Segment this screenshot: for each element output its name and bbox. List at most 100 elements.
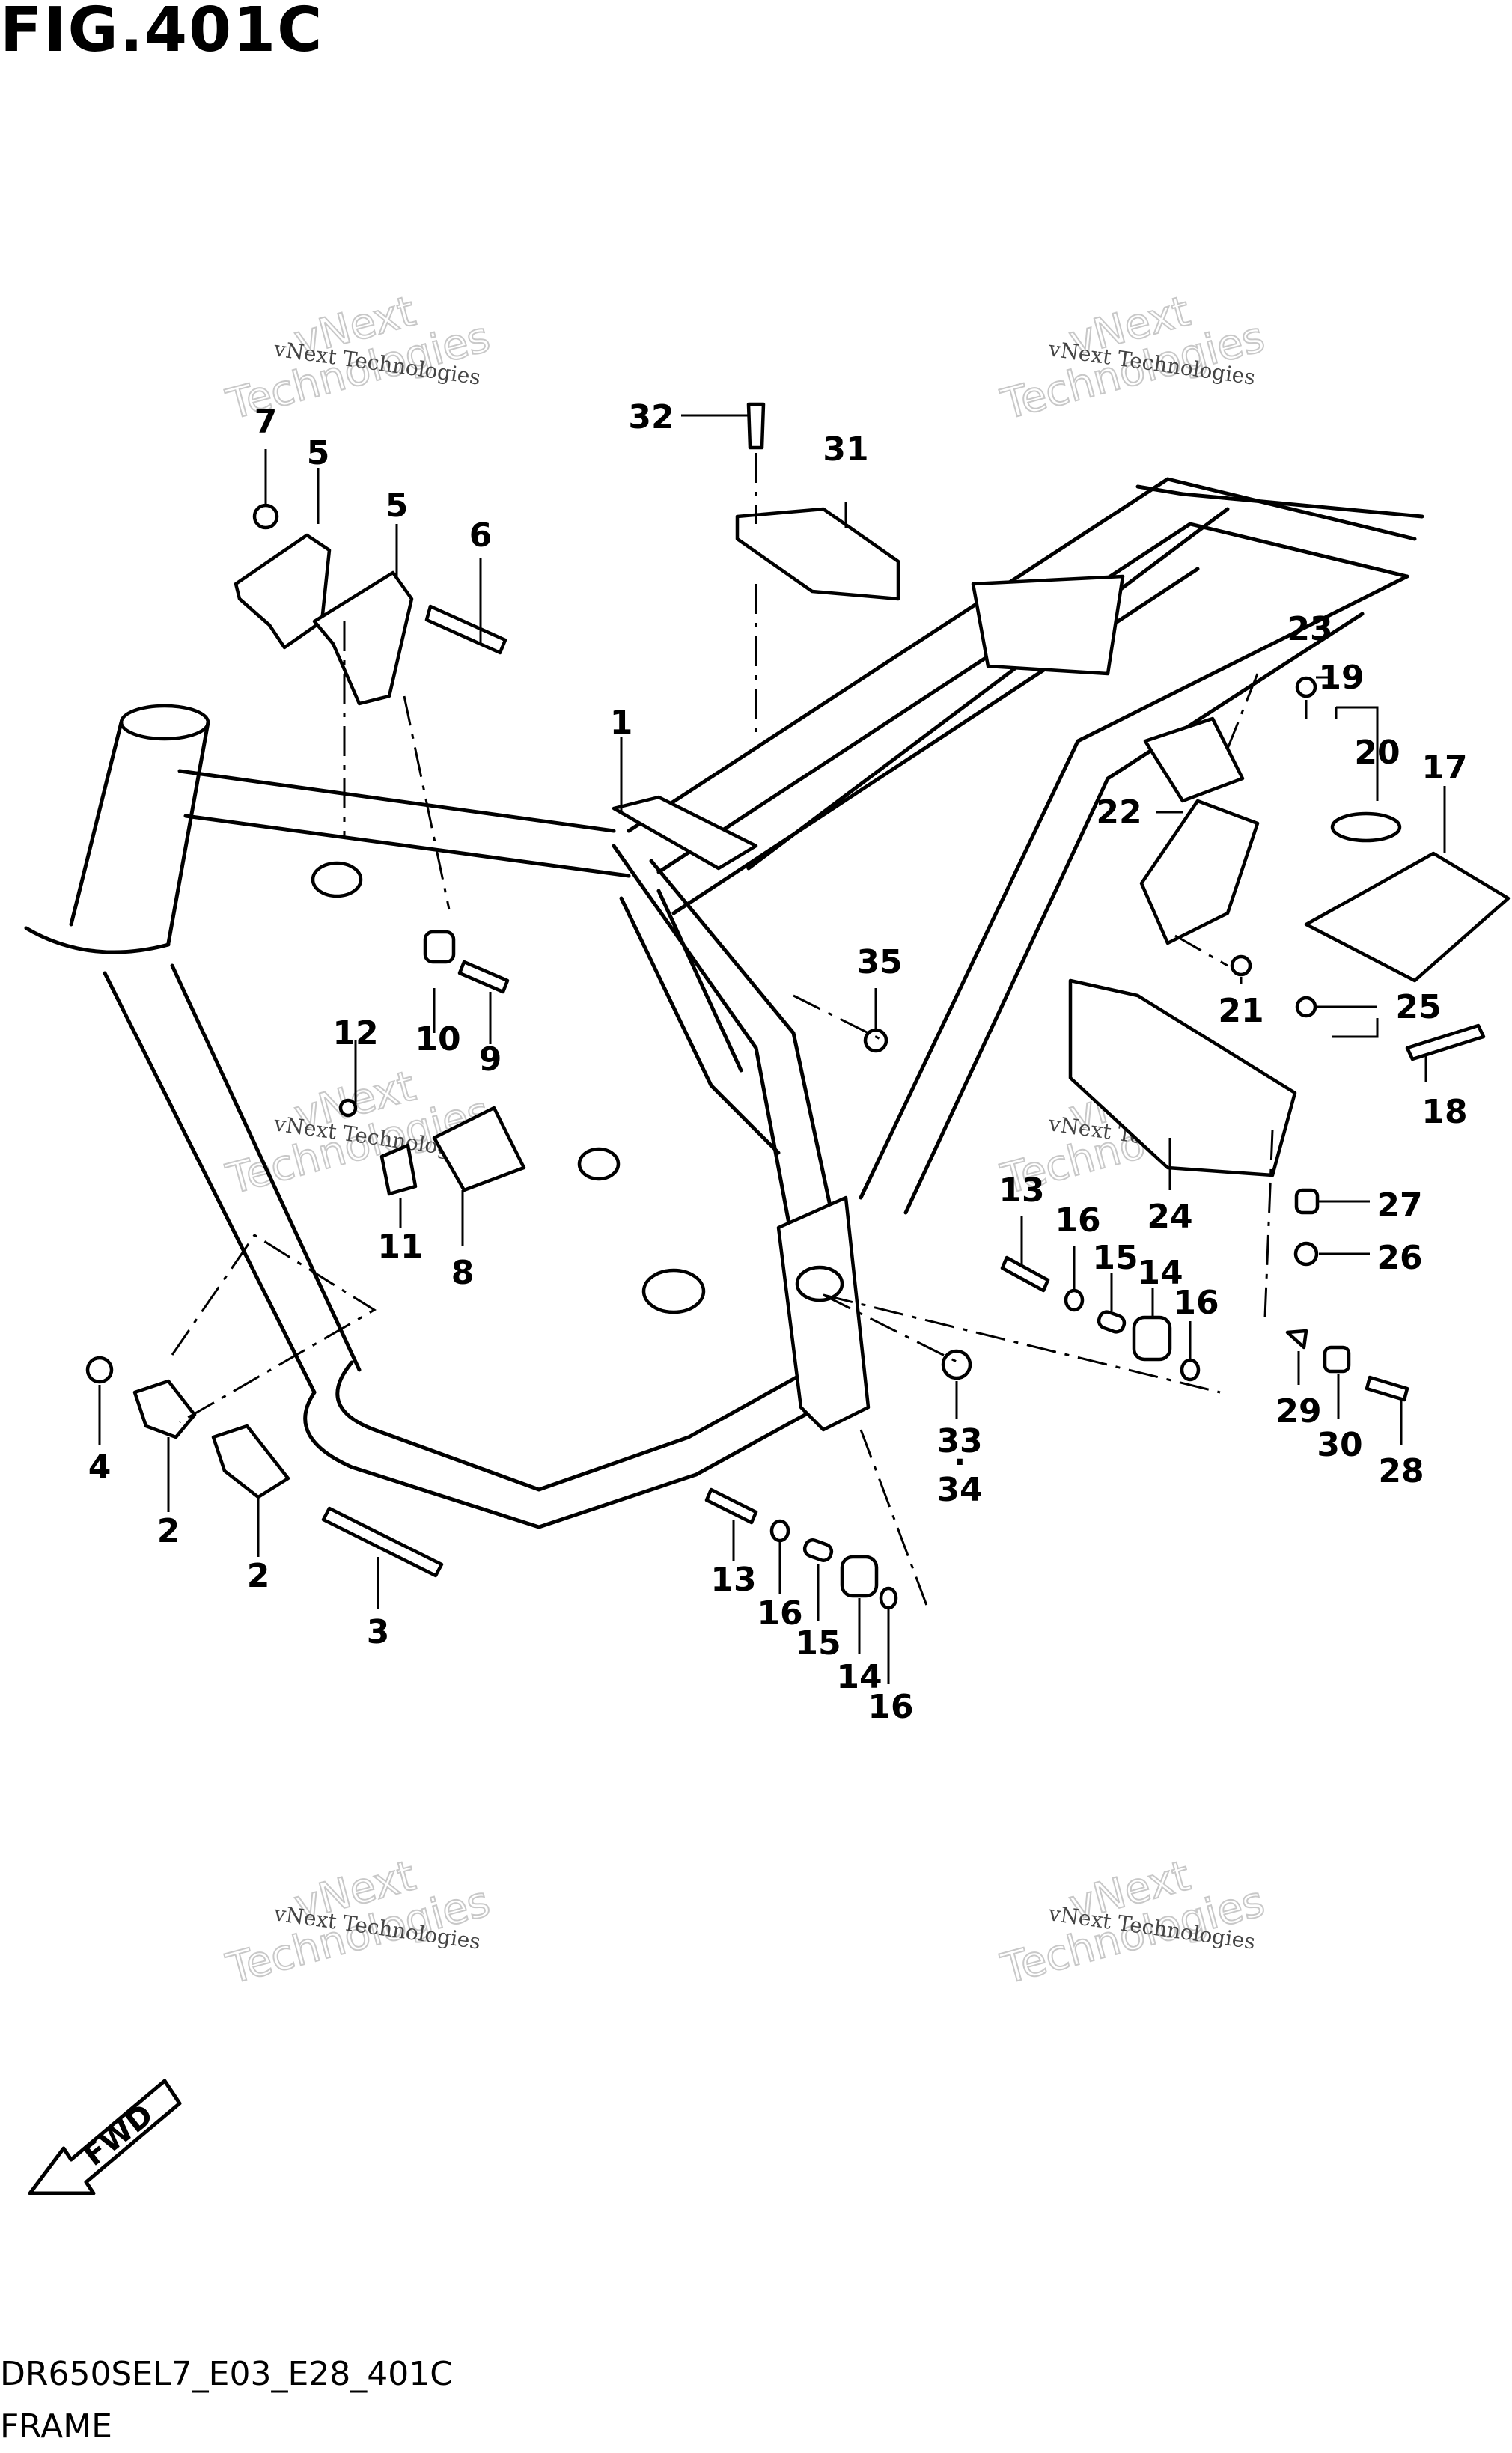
callout-15b: 15 — [795, 1624, 841, 1663]
callout-13b: 13 — [710, 1561, 756, 1599]
bracket-2b — [211, 1424, 290, 1499]
callout-34: 34 — [936, 1471, 982, 1509]
dash-5b-frame — [403, 695, 451, 910]
collar-15b — [802, 1538, 834, 1562]
steering-head-top — [119, 704, 210, 741]
clamp-11 — [379, 1143, 418, 1196]
bush-14b — [840, 1555, 879, 1598]
callout-28: 28 — [1378, 1452, 1424, 1490]
dash-bracket-2 — [171, 1233, 377, 1424]
bracket-2a — [132, 1379, 197, 1439]
cover-24 — [1068, 978, 1297, 1177]
callout-29: 29 — [1275, 1392, 1321, 1430]
callout-14a: 14 — [1137, 1254, 1183, 1292]
seat-bracket — [971, 574, 1125, 676]
tank-mount — [612, 795, 758, 871]
rear-parts — [735, 402, 1511, 1402]
callout-6: 6 — [469, 516, 493, 555]
steering-head-bottom — [24, 926, 171, 954]
engine-mount-boss-front — [311, 861, 363, 898]
cover-17 — [1304, 851, 1511, 983]
bolt-9 — [457, 960, 510, 994]
section-name: FRAME — [0, 2407, 112, 2446]
collar-30 — [1323, 1345, 1351, 1374]
top-tube — [177, 769, 631, 878]
callout-2a: 2 — [157, 1512, 180, 1550]
callout-22: 22 — [1096, 793, 1141, 832]
pivot-plate — [776, 1195, 871, 1432]
fwd-label: FWD — [77, 2097, 160, 2173]
callout-9: 9 — [479, 1040, 502, 1079]
leader-23 — [1305, 676, 1332, 719]
main-spar — [612, 844, 848, 1290]
callout-17: 17 — [1421, 749, 1467, 787]
callout-18: 18 — [1421, 1093, 1467, 1131]
steering-head-tube — [69, 720, 210, 945]
bolt-3 — [321, 1506, 444, 1578]
bolt-23 — [1295, 676, 1317, 698]
main-frame — [24, 477, 1424, 1529]
nut-26 — [1293, 1241, 1319, 1267]
dash-24-29 — [1263, 1130, 1274, 1318]
bolt-18 — [1405, 1023, 1486, 1061]
callout-24: 24 — [1147, 1198, 1192, 1236]
washer-16d — [1180, 1358, 1201, 1382]
callout-33-34-separator: · — [954, 1443, 966, 1481]
callout-16c: 16 — [868, 1688, 913, 1726]
bracket-5a — [234, 533, 332, 650]
plug-35 — [863, 1028, 888, 1053]
callout-15a: 15 — [1092, 1239, 1138, 1277]
dash-21 — [1174, 934, 1228, 967]
callout-11: 11 — [377, 1228, 423, 1266]
bracket-8 — [432, 1106, 526, 1192]
callout-16b: 16 — [757, 1594, 802, 1633]
watermark-bottom-left: Technologies vNext vNext Technologies — [221, 1850, 496, 1994]
bolt-13b — [704, 1487, 758, 1525]
callout-labels: 1 2 2 3 4 5 5 6 7 8 9 10 11 12 13 13 14 … — [88, 398, 1468, 1726]
ring-20 — [1330, 811, 1402, 843]
callout-19: 19 — [1318, 659, 1364, 697]
bracket-31 — [735, 507, 900, 601]
bolt-25 — [1295, 996, 1317, 1018]
leader-25b — [1332, 1018, 1379, 1038]
callout-12: 12 — [332, 1014, 378, 1052]
bolt-28 — [1365, 1375, 1409, 1402]
washer-16a — [1064, 1288, 1085, 1312]
callout-30: 30 — [1317, 1426, 1362, 1464]
bolt-13a — [1000, 1255, 1050, 1293]
center-cross — [619, 889, 781, 1155]
callout-26: 26 — [1377, 1239, 1422, 1277]
callout-16d: 16 — [1173, 1284, 1219, 1322]
bracket-22 — [1143, 716, 1245, 803]
front-down-tube — [103, 963, 362, 1395]
leader-19 — [1335, 706, 1379, 801]
callout-5b: 5 — [385, 487, 409, 525]
leader-lines — [98, 414, 1446, 1684]
figure-title: FIG.401C — [0, 0, 324, 66]
assembly-lines — [171, 453, 1274, 1610]
seat-rail-upper — [627, 477, 1417, 874]
watermark-bottom-right: Technologies vNext vNext Technologies — [996, 1850, 1270, 1994]
swingarm-pivot-parts — [704, 1028, 1201, 1610]
bracket-5b — [312, 570, 414, 706]
bolt-6 — [424, 604, 507, 655]
callout-33: 33 — [936, 1422, 982, 1460]
washer-16c — [879, 1586, 898, 1610]
watermark-top-right: Technologies vNext vNext Technologies — [996, 286, 1270, 430]
plug-33 — [941, 1349, 972, 1380]
callout-2b: 2 — [247, 1557, 270, 1595]
collar-10 — [423, 930, 456, 964]
dash-22-frame — [1226, 673, 1259, 749]
dash-pivot-right — [823, 1293, 1221, 1394]
fwd-arrow-shape — [28, 2079, 182, 2195]
lower-brackets — [85, 1356, 444, 1578]
cradle-lower — [303, 1390, 848, 1529]
engine-mount-boss-mid — [577, 1147, 621, 1181]
callout-21: 21 — [1218, 992, 1263, 1030]
collar-15a — [1097, 1310, 1127, 1334]
callout-14b: 14 — [836, 1658, 882, 1696]
bolt-21 — [1230, 954, 1252, 977]
grommet-27 — [1294, 1188, 1320, 1215]
callout-23: 23 — [1287, 610, 1332, 648]
engine-mount-brackets — [234, 503, 526, 1196]
